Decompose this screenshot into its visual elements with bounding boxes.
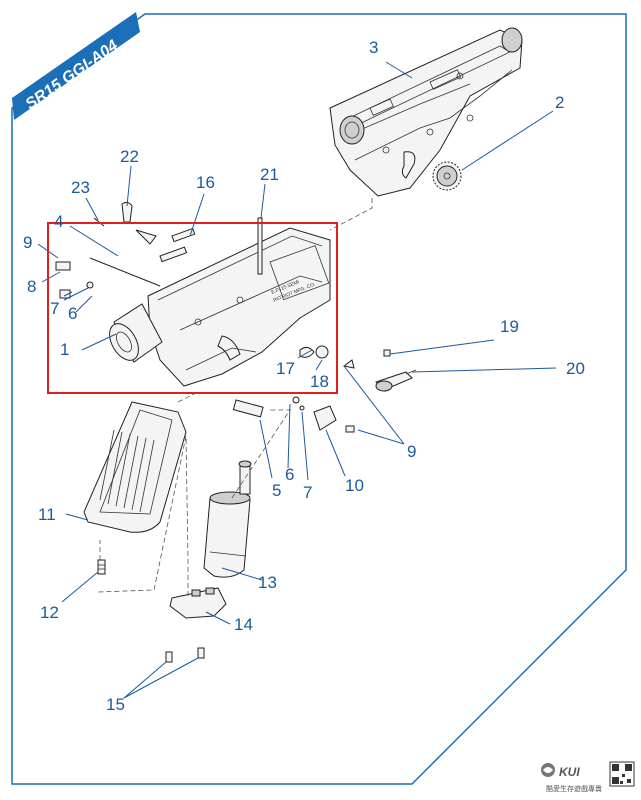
watermark-tagline: 酷愛生存遊戲專賣 [546,784,602,793]
callout-10: 10 [345,476,364,495]
selector-lever-part [375,369,417,392]
callout-7-receiver: 7 [50,299,59,318]
watermark-brand: KUI [559,765,580,779]
gearbox-shell-part [329,27,523,197]
callout-17: 17 [276,359,295,378]
callout-labels: 1 2 3 4 5 6 6 7 7 8 9 9 10 11 12 13 14 1… [23,38,585,714]
callout-3: 3 [369,38,378,57]
callout-23: 23 [71,178,90,197]
callout-21: 21 [260,165,279,184]
selector-pin-part [383,349,391,357]
callout-8: 8 [27,277,36,296]
model-badge: SR15 GGI-A04 [12,12,140,120]
callout-7-lower: 7 [303,483,312,502]
mag-catch-part [313,405,355,433]
leader-lines [37,61,557,699]
watermark: KUI 酷愛生存遊戲專賣 [541,761,635,793]
callout-20: 20 [566,359,585,378]
callout-15: 15 [106,695,125,714]
callout-11: 11 [38,505,56,524]
callout-5: 5 [272,481,281,500]
assembly-line-plate [97,435,189,596]
grip-screw-part [97,559,106,575]
callout-4: 4 [54,212,63,231]
motor-plate-part [169,587,227,619]
highlight-box [47,222,338,394]
pistol-grip-part [83,401,187,533]
kui-logo-icon [541,763,555,777]
callout-14: 14 [234,615,253,634]
assembly-line-gearbox [329,198,373,231]
callout-6-lower: 6 [285,465,294,484]
callout-9-receiver: 9 [23,233,32,252]
model-badge-background [12,12,140,120]
bevel-gear-part [432,161,462,191]
callout-6-receiver: 6 [68,304,77,323]
callout-12: 12 [40,603,59,622]
callout-18: 18 [310,372,329,391]
model-badge-text: SR15 GGI-A04 [23,37,122,113]
callout-2: 2 [555,93,564,112]
motor-plate-screws-part [165,647,205,663]
callout-9-selector: 9 [407,442,416,461]
diagram-frame [11,13,627,785]
callout-1: 1 [60,340,69,359]
qr-code-icon [609,761,635,787]
callout-16: 16 [196,173,215,192]
buffer-tube-part [109,303,163,363]
callout-19: 19 [500,317,519,336]
motor-part [203,460,252,578]
callout-13: 13 [258,573,277,592]
lower-receiver-part: E.P.-15 SEMI PATRIOT MFG. CO. [147,227,331,387]
callout-22: 22 [120,147,139,166]
